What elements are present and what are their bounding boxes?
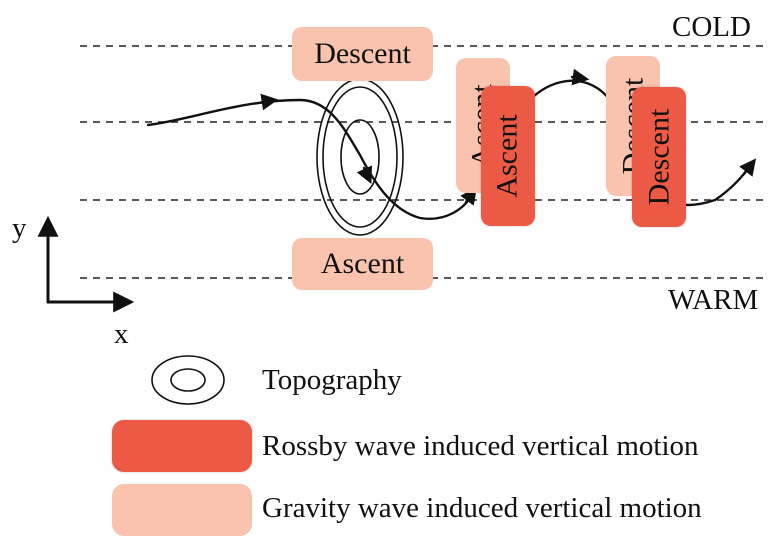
legend-rossby-label: Rossby wave induced vertical motion	[262, 430, 699, 462]
flow-arrow-1	[260, 93, 279, 111]
descent-box-top: Descent	[292, 27, 433, 81]
ascent-box-bottom-label: Ascent	[320, 247, 405, 280]
flow-arrow-5	[739, 158, 757, 177]
topography-contour-inner	[340, 119, 380, 195]
legend-gravity-label: Gravity wave induced vertical motion	[262, 492, 702, 524]
legend-topography-inner	[170, 368, 206, 392]
flow-arrow-4	[570, 68, 590, 86]
rossby-ascent-label: Ascent	[491, 114, 524, 198]
legend-gravity-swatch	[112, 484, 252, 536]
rossby-ascent-box: Ascent	[481, 86, 535, 226]
rossby-descent-box: Descent	[632, 87, 686, 227]
topography-contour-middle	[322, 86, 398, 228]
legend-topography-outer	[151, 355, 225, 405]
legend-topography-label: Topography	[262, 364, 402, 396]
flow-arrow-2	[356, 165, 372, 185]
warm-label: WARM	[668, 284, 759, 316]
axes	[37, 215, 135, 313]
cold-label: COLD	[672, 11, 751, 43]
y-axis-label: y	[12, 212, 27, 244]
x-axis-label: x	[114, 318, 129, 350]
ascent-box-bottom: Ascent	[292, 238, 433, 290]
legend-rossby-swatch	[112, 420, 252, 472]
descent-box-top-label: Descent	[314, 37, 411, 70]
rossby-descent-label: Descent	[642, 108, 675, 206]
legend-topography-icon	[151, 355, 225, 405]
